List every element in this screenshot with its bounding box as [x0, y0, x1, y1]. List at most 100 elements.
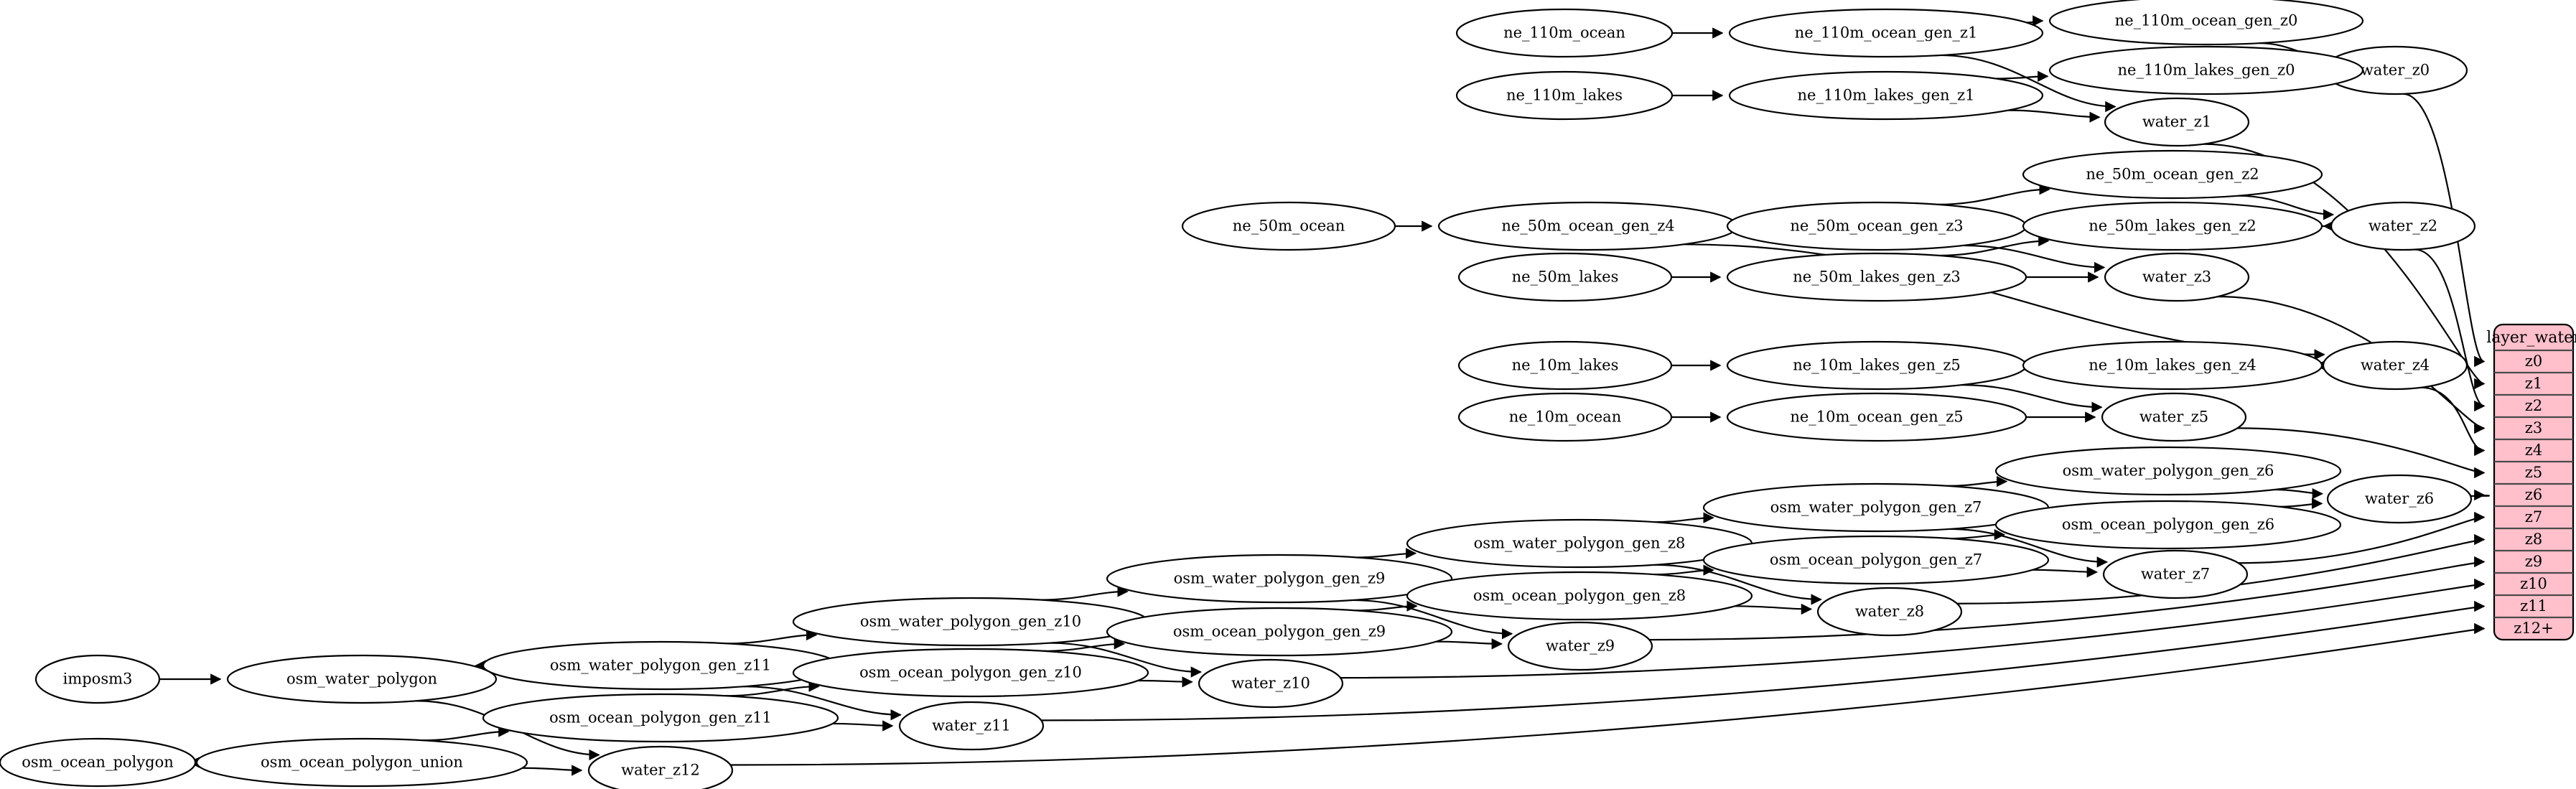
edge-osm_ocean_polygon_union-to-osm_ocean_polygon_gen_z11: [421, 726, 510, 742]
node-shape: [2322, 340, 2468, 391]
layer-water-row-z10[interactable]: z10: [2520, 575, 2547, 592]
node-label: ne_50m_ocean_gen_z4: [1501, 218, 1674, 235]
node-shape: [195, 737, 528, 788]
node-osm_water_polygon[interactable]: osm_water_polygon: [226, 654, 498, 704]
node-osm_water_polygon_gen_z9[interactable]: osm_water_polygon_gen_z9: [1106, 554, 1453, 604]
layer-water-row-z7[interactable]: z7: [2525, 508, 2542, 526]
edge-osm_water_polygon_gen_z9-to-water_z9: [1352, 599, 1513, 640]
layer-water-row-z6[interactable]: z6: [2525, 486, 2542, 503]
node-label: ne_110m_lakes_gen_z1: [1798, 87, 1975, 104]
node-shape: [1406, 571, 1753, 621]
node-water_z12[interactable]: water_z12: [587, 745, 734, 789]
node-shape: [1198, 658, 1344, 709]
layer-water-row-z8[interactable]: z8: [2525, 531, 2542, 548]
node-water_z8[interactable]: water_z8: [1816, 587, 1963, 637]
node-ne_110m_lakes_gen_z1[interactable]: ne_110m_lakes_gen_z1: [1728, 70, 2044, 121]
layer-water-row-z11[interactable]: z11: [2520, 597, 2547, 615]
node-ne_10m_lakes_gen_z4[interactable]: ne_10m_lakes_gen_z4: [2022, 340, 2323, 391]
node-water_z7[interactable]: water_z7: [2102, 549, 2249, 599]
node-shape: [1457, 392, 1673, 442]
layer-water-row-z9[interactable]: z9: [2525, 553, 2542, 570]
node-ne_50m_lakes_gen_z3[interactable]: ne_50m_lakes_gen_z3: [1726, 252, 2027, 302]
node-imposm3[interactable]: imposm3: [34, 654, 161, 704]
node-shape: [1106, 607, 1453, 657]
node-label: ne_10m_ocean: [1509, 408, 1621, 426]
node-label: water_z12: [621, 762, 700, 779]
node-ne_10m_lakes[interactable]: ne_10m_lakes: [1457, 340, 1673, 391]
node-ne_110m_ocean[interactable]: ne_110m_ocean: [1455, 8, 1674, 58]
node-ne_110m_lakes[interactable]: ne_110m_lakes: [1455, 70, 1674, 121]
node-water_z11[interactable]: water_z11: [898, 701, 1045, 751]
node-osm_water_polygon_gen_z6[interactable]: osm_water_polygon_gen_z6: [1994, 446, 2342, 496]
node-ne_50m_ocean_gen_z3[interactable]: ne_50m_ocean_gen_z3: [1726, 201, 2027, 251]
node-shape: [1994, 500, 2342, 550]
node-ne_10m_ocean[interactable]: ne_10m_ocean: [1457, 392, 1673, 442]
node-ne_10m_ocean_gen_z5[interactable]: ne_10m_ocean_gen_z5: [1726, 392, 2027, 442]
edge-osm_ocean_polygon_gen_z9-to-water_z9: [1436, 638, 1503, 650]
node-label: ne_50m_ocean: [1233, 218, 1345, 235]
node-ne_110m_lakes_gen_z0[interactable]: ne_110m_lakes_gen_z0: [2048, 45, 2364, 95]
node-shape: [2022, 149, 2323, 200]
node-water_z3[interactable]: water_z3: [2104, 252, 2250, 302]
node-shape: [226, 654, 498, 704]
node-water_z1[interactable]: water_z1: [2104, 97, 2250, 147]
layer-water-row-z4[interactable]: z4: [2525, 442, 2542, 459]
node-ne_50m_ocean_gen_z2[interactable]: ne_50m_ocean_gen_z2: [2022, 149, 2323, 200]
node-shape: [0, 737, 197, 788]
node-ne_110m_ocean_gen_z1[interactable]: ne_110m_ocean_gen_z1: [1728, 8, 2044, 58]
node-water_z6[interactable]: water_z6: [2326, 474, 2473, 524]
node-osm_ocean_polygon[interactable]: osm_ocean_polygon: [0, 737, 197, 788]
edge-osm_water_polygon_gen_z8-to-water_z8: [1653, 564, 1822, 605]
node-shape: [1455, 8, 1674, 58]
layer-water-row-z5[interactable]: z5: [2525, 464, 2542, 481]
layer-water-row-z0[interactable]: z0: [2525, 353, 2542, 370]
layer-water-row-z2[interactable]: z2: [2525, 397, 2542, 414]
node-osm_ocean_polygon_gen_z8[interactable]: osm_ocean_polygon_gen_z8: [1406, 571, 1753, 621]
node-label: osm_ocean_polygon: [22, 754, 174, 771]
node-water_z10[interactable]: water_z10: [1198, 658, 1344, 709]
node-water_z5[interactable]: water_z5: [2101, 392, 2247, 442]
edge-ne_10m_lakes_gen_z5-to-water_z5: [1961, 384, 2103, 413]
node-label: ne_50m_lakes_gen_z2: [2089, 218, 2257, 235]
node-water_z4[interactable]: water_z4: [2322, 340, 2468, 391]
edge-osm_ocean_polygon_gen_z11-to-osm_ocean_polygon_gen_z10: [725, 681, 820, 697]
layer-water-table[interactable]: layer_waterz0z1z2z3z4z5z6z7z8z9z10z11z12…: [2486, 323, 2576, 641]
node-osm_ocean_polygon_gen_z6[interactable]: osm_ocean_polygon_gen_z6: [1994, 500, 2342, 550]
node-ne_50m_ocean[interactable]: ne_50m_ocean: [1181, 201, 1396, 251]
node-shape: [2104, 97, 2250, 147]
node-osm_water_polygon_gen_z11[interactable]: osm_water_polygon_gen_z11: [482, 640, 839, 691]
node-label: osm_ocean_polygon_gen_z6: [2062, 516, 2274, 533]
edge-osm_water_polygon_gen_z9-to-osm_water_polygon_gen_z8: [1356, 547, 1417, 559]
edge-osm_ocean_polygon_union-to-water_z12: [522, 765, 583, 776]
node-water_z9[interactable]: water_z9: [1507, 621, 1653, 671]
node-label: osm_water_polygon_gen_z6: [2063, 462, 2274, 480]
node-osm_ocean_polygon_gen_z10[interactable]: osm_ocean_polygon_gen_z10: [792, 648, 1149, 698]
edge-ne_50m_ocean_gen_z3-to-ne_50m_ocean_gen_z2: [1938, 184, 2050, 206]
node-shape: [2102, 549, 2249, 599]
node-shape: [1728, 8, 2044, 58]
node-water_z2[interactable]: water_z2: [2330, 201, 2476, 251]
node-ne_10m_lakes_gen_z5[interactable]: ne_10m_lakes_gen_z5: [1726, 340, 2027, 391]
layer-water-row-z1[interactable]: z1: [2525, 375, 2542, 392]
node-ne_50m_lakes[interactable]: ne_50m_lakes: [1457, 252, 1673, 302]
node-label: water_z0: [2361, 62, 2430, 79]
node-osm_ocean_polygon_gen_z11[interactable]: osm_ocean_polygon_gen_z11: [482, 693, 839, 743]
node-label: ne_50m_ocean_gen_z2: [2086, 166, 2259, 183]
node-osm_ocean_polygon_gen_z9[interactable]: osm_ocean_polygon_gen_z9: [1106, 607, 1453, 657]
layer-water-row-z12+[interactable]: z12+: [2514, 620, 2553, 637]
edge-water_z5-to-layer_water-z5: [2237, 427, 2486, 479]
node-label: ne_110m_lakes: [1506, 87, 1623, 104]
layer-water-row-z3[interactable]: z3: [2525, 419, 2542, 436]
node-osm_ocean_polygon_gen_z7[interactable]: osm_ocean_polygon_gen_z7: [1702, 535, 2050, 585]
node-osm_water_polygon_gen_z10[interactable]: osm_water_polygon_gen_z10: [792, 597, 1149, 647]
node-water_z0[interactable]: water_z0: [2322, 45, 2468, 95]
node-osm_ocean_polygon_union[interactable]: osm_ocean_polygon_union: [195, 737, 528, 788]
node-ne_50m_lakes_gen_z2[interactable]: ne_50m_lakes_gen_z2: [2022, 201, 2323, 251]
node-shape: [792, 648, 1149, 698]
node-ne_50m_ocean_gen_z4[interactable]: ne_50m_ocean_gen_z4: [1437, 201, 1739, 251]
node-shape: [1455, 70, 1674, 121]
edge-osm_ocean_polygon_gen_z8-to-water_z8: [1735, 603, 1813, 615]
node-ne_110m_ocean_gen_z0[interactable]: ne_110m_ocean_gen_z0: [2048, 0, 2364, 46]
node-osm_water_polygon_gen_z8[interactable]: osm_water_polygon_gen_z8: [1406, 518, 1753, 569]
